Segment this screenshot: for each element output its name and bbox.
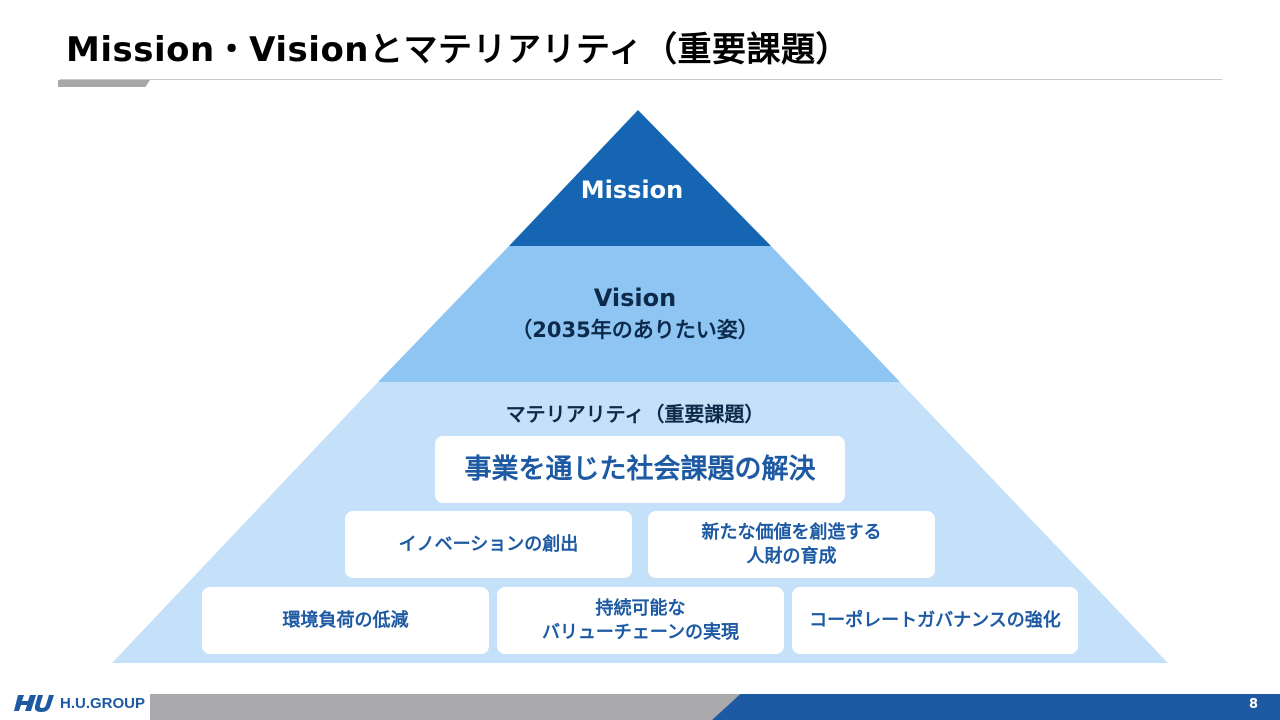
box-line: 人財の育成 [746,545,837,567]
box-line: コーポレートガバナンスの強化 [809,609,1061,631]
box-line: 新たな価値を創造する [701,521,882,543]
hu-logo-icon [14,695,54,712]
materiality-box-talent: 新たな価値を創造する 人財の育成 [648,511,935,578]
logo-text: H.U.GROUP [60,694,146,712]
materiality-box-innovation: イノベーションの創出 [345,511,632,578]
title-divider-accent [58,80,150,87]
mission-label: Mission [580,176,684,204]
pyramid-vision-layer [378,246,900,382]
page-number: 8 [1248,697,1258,712]
box-line: 環境負荷の低減 [282,609,409,631]
materiality-box-value-chain: 持続可能な バリューチェーンの実現 [497,587,784,654]
materiality-box-environment: 環境負荷の低減 [202,587,489,654]
pyramid-mission-layer [509,110,771,246]
box-line: バリューチェーンの実現 [541,621,740,643]
footer-bar-blue [712,694,1280,720]
materiality-box-governance: コーポレートガバナンスの強化 [792,587,1078,654]
box-line: イノベーションの創出 [398,533,579,555]
title-divider [60,79,1222,80]
company-logo: H.U.GROUP [14,693,145,713]
materiality-heading: マテリアリティ（重要課題） [505,402,765,426]
box-line: 持続可能な [595,597,686,619]
page-title: Mission・Visionとマテリアリティ（重要課題） [66,30,850,70]
vision-label: Vision [593,284,677,312]
footer-bar-gray [150,694,740,720]
materiality-main-box: 事業を通じた社会課題の解決 [435,436,845,503]
vision-subtitle: （2035年のありたい姿） [511,318,759,342]
